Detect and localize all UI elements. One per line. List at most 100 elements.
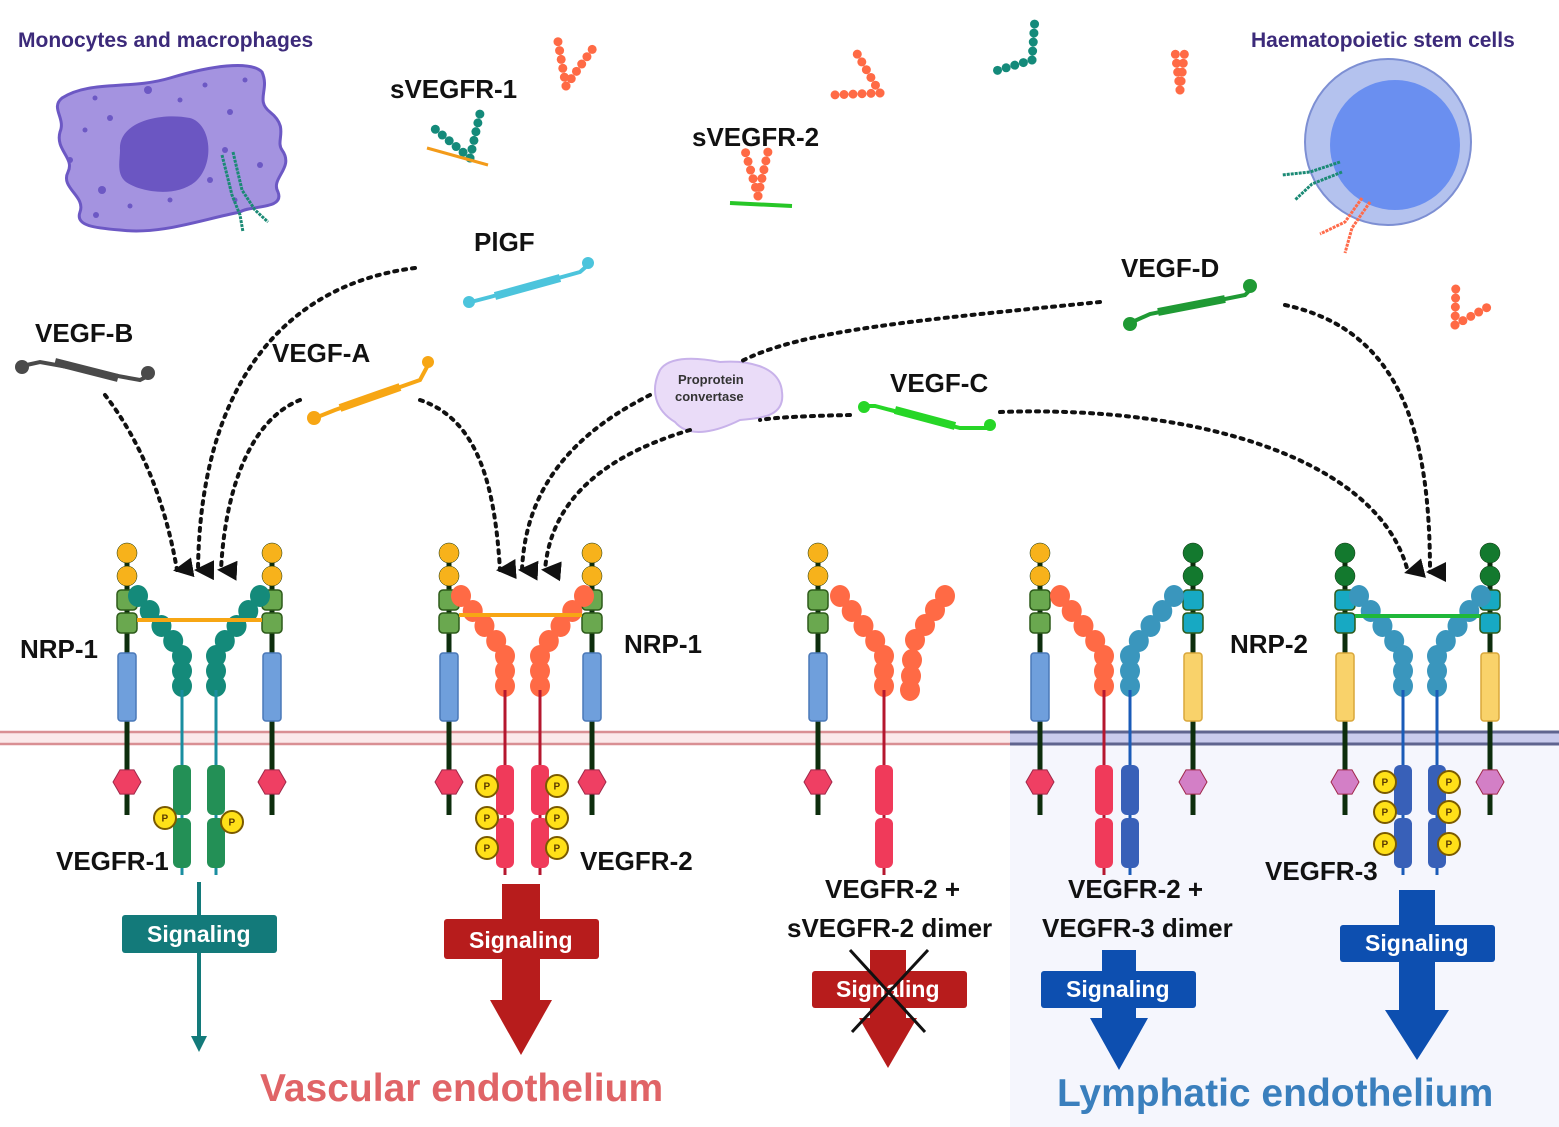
stem-cell-icon — [1281, 58, 1472, 254]
vegf-d-label: VEGF-D — [1121, 253, 1219, 283]
proprotein-convertase-icon: Proprotein convertase — [654, 357, 784, 433]
vegfr1-signaling-label: Signaling — [147, 921, 251, 947]
vegf-b-ligand-icon — [15, 358, 155, 383]
vegfr3-signaling-label: Signaling — [1365, 930, 1469, 956]
phosphate-label: P — [1382, 808, 1389, 819]
svegfr2-floating-2 — [830, 49, 885, 100]
phosphate-icon — [545, 806, 569, 830]
vegf-b-label: VEGF-B — [35, 318, 133, 348]
hexagon-domain-icon — [803, 769, 833, 795]
phosphate-label: P — [1446, 840, 1453, 851]
arrow-vegf-d-to-convertase — [738, 300, 1102, 364]
phosphate-icon — [475, 806, 499, 830]
hexagon-domain-icon — [1178, 769, 1208, 795]
vegfr3-signaling: Signaling — [1340, 890, 1495, 1060]
plgf-ligand-icon — [463, 257, 594, 308]
vegf-d-ligand-icon — [1123, 279, 1257, 331]
arrow-vegf-a-to-vegfr1 — [217, 398, 302, 581]
vegfr3-complex: P P P P P P — [1330, 542, 1505, 875]
soluble-receptor-icons — [426, 19, 1492, 330]
vegf-c-label: VEGF-C — [890, 368, 988, 398]
phosphate-label: P — [554, 782, 561, 793]
hexagon-domain-icon — [1475, 769, 1505, 795]
svegfr2-label: sVEGFR-2 — [692, 122, 819, 152]
phosphate-icon — [475, 774, 499, 798]
phosphate-icon — [545, 774, 569, 798]
hexagon-domain-icon — [1025, 769, 1055, 795]
hexagon-domain-icon — [434, 769, 464, 795]
dimer-23-label-line2: VEGFR-3 dimer — [1042, 913, 1233, 943]
phosphate-icon — [1437, 770, 1461, 794]
dimer-23-signaling-label: Signaling — [1066, 976, 1170, 1002]
phosphate-icon — [153, 806, 177, 830]
blocked-signaling: Signaling — [812, 948, 967, 1068]
svegfr2-floating-3 — [1170, 49, 1189, 95]
vegf-a-ligand-icon — [307, 356, 434, 425]
svegfr2-floating-4 — [1450, 284, 1492, 330]
arrow-vegf-a-to-vegfr2 — [418, 398, 517, 579]
proprotein-convertase-label-2: convertase — [675, 389, 744, 404]
vascular-endothelium-label: Vascular endothelium — [260, 1067, 663, 1110]
hexagon-domain-icon — [257, 769, 287, 795]
svegfr1-complex-icon — [426, 109, 489, 167]
vegf-c-ligand-icon — [858, 401, 996, 431]
phosphate-label: P — [554, 844, 561, 855]
svegfr1-label: sVEGFR-1 — [390, 74, 517, 104]
phosphate-icon — [220, 810, 244, 834]
hsc-label: Haematopoietic stem cells — [1251, 29, 1515, 52]
arrow-convertase-to-vegfr2-b — [541, 428, 692, 582]
macrophage-cell-icon — [55, 63, 288, 233]
phosphate-icon — [1437, 832, 1461, 856]
phosphate-icon — [545, 836, 569, 860]
phosphate-label: P — [554, 814, 561, 825]
phosphate-label: P — [484, 782, 491, 793]
lymphatic-membrane — [1010, 730, 1559, 746]
arrow-vegf-d-to-vegfr3 — [1283, 303, 1447, 582]
cross-icon — [848, 948, 927, 1034]
vegfr2-svegfr2-complex — [803, 542, 955, 875]
phosphate-label: P — [1446, 808, 1453, 819]
nrp2-label: NRP-2 — [1230, 629, 1308, 659]
phosphate-label: P — [229, 818, 236, 829]
vegfr2-label: VEGFR-2 — [580, 846, 693, 876]
lymphatic-endothelium-label: Lymphatic endothelium — [1057, 1072, 1493, 1115]
svegfr2-complex-icon — [729, 147, 793, 208]
vegfr1-label: VEGFR-1 — [56, 846, 169, 876]
plgf-label: PlGF — [474, 227, 535, 257]
phosphate-label: P — [162, 814, 169, 825]
nrp1-left-label: NRP-1 — [20, 634, 98, 664]
vegfr2-vegfr3-complex — [1025, 542, 1208, 875]
vegfr2-complex: P P P P P P — [434, 542, 607, 875]
dimer-s2-label-line2: sVEGFR-2 dimer — [787, 913, 992, 943]
arrow-vegf-c-to-vegfr3 — [998, 409, 1426, 578]
hexagon-domain-icon — [112, 769, 142, 795]
phosphate-icon — [475, 836, 499, 860]
dimer-s2-label-line1: VEGFR-2 + — [825, 874, 960, 904]
proprotein-convertase-label-1: Proprotein — [678, 372, 744, 387]
vegf-a-label: VEGF-A — [272, 338, 370, 368]
blocked-signaling-label: Signaling — [836, 976, 940, 1002]
arrow-plgf-to-vegfr1 — [194, 266, 417, 581]
vegfr1-signaling: Signaling — [122, 882, 277, 1052]
binding-arrows — [103, 266, 1447, 582]
vegfr2-signaling-label: Signaling — [469, 927, 573, 953]
vegfr3-label: VEGFR-3 — [1265, 856, 1378, 886]
phosphate-icon — [1373, 800, 1397, 824]
hexagon-domain-icon — [1330, 769, 1360, 795]
phosphate-label: P — [484, 844, 491, 855]
phosphate-label: P — [484, 814, 491, 825]
hexagon-domain-icon — [577, 769, 607, 795]
phosphate-icon — [1373, 832, 1397, 856]
phosphate-icon — [1437, 800, 1461, 824]
phosphate-label: P — [1446, 778, 1453, 789]
svegfr2-floating-1 — [553, 37, 597, 91]
phosphate-label: P — [1382, 840, 1389, 851]
dimer-23-signaling: Signaling — [1041, 950, 1196, 1070]
phosphate-label: P — [1382, 778, 1389, 789]
phosphate-icon — [1373, 770, 1397, 794]
arrow-convertase-to-vegfr2-a — [518, 393, 652, 581]
svegfr1-floating-1 — [993, 19, 1040, 75]
arrow-vegf-c-to-convertase — [758, 413, 852, 422]
